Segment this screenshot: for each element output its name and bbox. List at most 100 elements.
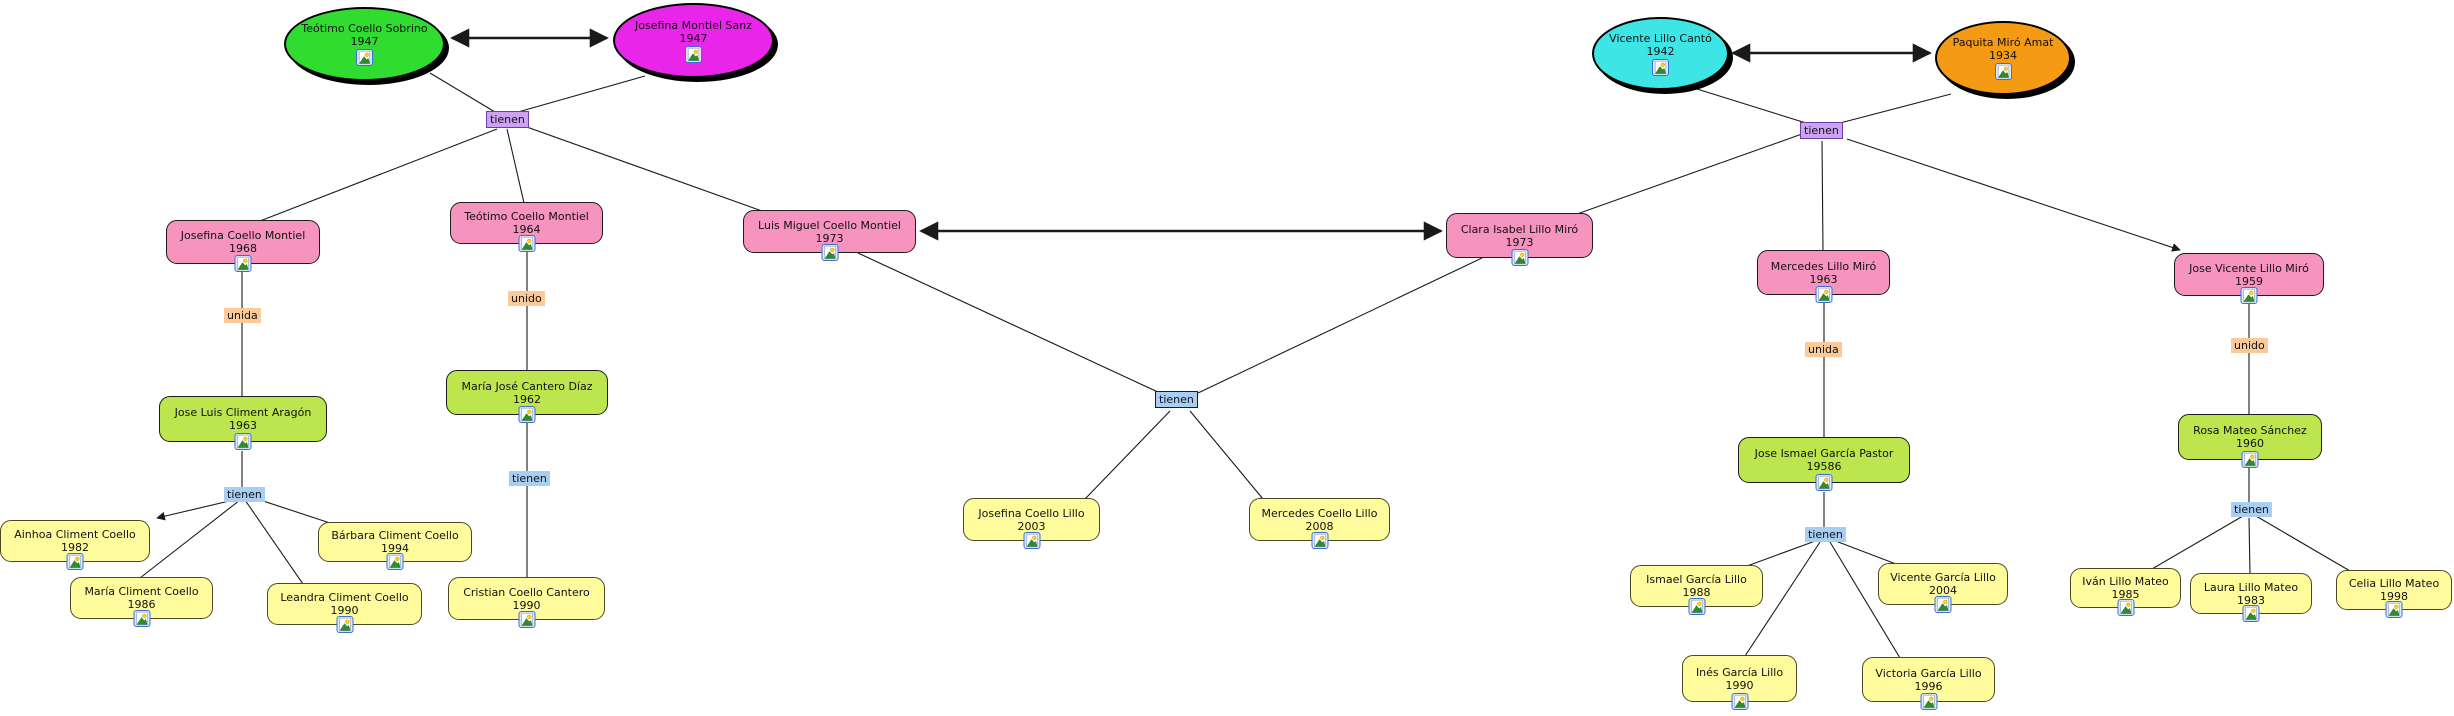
photo-icon[interactable] [2386,601,2403,618]
person-cristian-coello-cantero[interactable]: Cristian Coello Cantero 1990 [448,577,605,620]
person-barbara-climent-coello[interactable]: Bárbara Climent Coello 1994 [318,522,472,562]
person-birth-year: 1982 [61,541,89,554]
photo-icon[interactable] [1995,63,2012,80]
photo-icon[interactable] [336,616,353,633]
person-birth-year: 1994 [381,542,409,555]
person-maria-climent-coello[interactable]: María Climent Coello 1986 [70,577,213,619]
photo-icon[interactable] [387,553,404,570]
photo-icon[interactable] [1511,249,1528,266]
photo-icon[interactable] [1731,693,1748,710]
photo-icon[interactable] [356,49,373,66]
person-name: Bárbara Climent Coello [331,529,459,542]
person-maria-jose-cantero-diaz[interactable]: María José Cantero Díaz 1962 [446,370,608,415]
photo-icon[interactable] [2241,287,2258,304]
rel-label-unida-mercedes[interactable]: unida [1805,342,1842,357]
photo-icon[interactable] [133,610,150,627]
person-celia-lillo-mateo[interactable]: Celia Lillo Mateo 1998 [2336,570,2452,610]
photo-icon[interactable] [2117,599,2134,616]
person-victoria-garcia-lillo[interactable]: Victoria García Lillo 1996 [1862,657,1995,702]
person-name: María Climent Coello [84,585,199,598]
person-vicente-garcia-lillo[interactable]: Vicente García Lillo 2004 [1878,563,2008,605]
rel-label-tienen-climent[interactable]: tienen [224,487,265,502]
person-name: Inés García Lillo [1695,665,1784,679]
rel-label-unido-jose-vicente[interactable]: unido [2231,338,2268,353]
rel-label-unida-josefina[interactable]: unida [224,308,261,323]
person-laura-lillo-mateo[interactable]: Laura Lillo Mateo 1983 [2190,573,2312,614]
person-name: Josefina Coello Lillo [978,506,1085,520]
photo-icon[interactable] [821,244,838,261]
rel-label-tienen-left[interactable]: tienen [486,111,529,128]
rel-label-tienen-middle[interactable]: tienen [1155,391,1198,408]
photo-icon[interactable] [2242,451,2259,468]
photo-icon[interactable] [1815,286,1832,303]
person-ismael-garcia-lillo[interactable]: Ismael García Lillo 1988 [1630,565,1763,607]
person-birth-year: 2003 [1017,519,1046,533]
rel-label-tienen-right[interactable]: tienen [1800,122,1843,139]
photo-icon[interactable] [1816,474,1833,491]
person-name: Luis Miguel Coello Montiel [758,218,901,232]
person-name: Vicente García Lillo [1890,571,1996,584]
person-birth-year: 1990 [1725,678,1754,692]
photo-icon[interactable] [235,433,252,450]
person-birth-year: 1960 [2236,437,2264,450]
person-luis-miguel-coello-montiel[interactable]: Luis Miguel Coello Montiel 1973 [743,210,916,253]
person-paquita-miro-amat[interactable]: Paquita Miró Amat 1934 [1935,21,2071,95]
person-birth-year: 1947 [350,35,379,48]
photo-icon[interactable] [1023,532,1040,549]
person-name: Rosa Mateo Sánchez [2193,424,2307,437]
photo-icon[interactable] [1920,693,1937,710]
photo-icon[interactable] [235,255,252,272]
photo-icon[interactable] [1688,598,1705,615]
photo-icon[interactable] [67,553,84,570]
person-birth-year: 1942 [1646,44,1675,58]
photo-icon[interactable] [518,235,535,252]
person-name: Ainhoa Climent Coello [14,528,136,541]
photo-icon[interactable] [685,46,702,63]
photo-icon[interactable] [1311,532,1328,549]
person-jose-ismael-garcia-pastor[interactable]: Jose Ismael García Pastor 19586 [1738,437,1910,483]
person-ivan-lillo-mateo[interactable]: Iván Lillo Mateo 1985 [2070,568,2181,608]
person-ainhoa-climent-coello[interactable]: Ainhoa Climent Coello 1982 [0,520,150,562]
person-leandra-climent-coello[interactable]: Leandra Climent Coello 1990 [267,583,422,625]
person-birth-year: 1973 [1505,235,1534,249]
person-josefina-montiel-sanz[interactable]: Josefina Montiel Sanz 1947 [613,3,774,78]
person-josefina-coello-montiel[interactable]: Josefina Coello Montiel 1968 [166,220,320,264]
person-teotimo-coello-sobrino[interactable]: Teótimo Coello Sobrino 1947 [284,7,445,81]
person-birth-year: 1964 [512,223,541,236]
photo-icon[interactable] [518,611,535,628]
person-clara-isabel-lillo-miro[interactable]: Clara Isabel Lillo Miró 1973 [1446,213,1593,258]
person-birth-year: 1959 [2235,274,2263,288]
person-name: Josefina Coello Montiel [180,229,306,242]
person-ines-garcia-lillo[interactable]: Inés García Lillo 1990 [1682,655,1797,702]
person-jose-luis-climent-aragon[interactable]: Jose Luis Climent Aragón 1963 [159,396,327,442]
person-birth-year: 1973 [815,231,844,245]
person-birth-year: 2004 [1929,584,1957,597]
person-birth-year: 2008 [1305,519,1334,533]
rel-label-tienen-garcia[interactable]: tienen [1805,527,1846,542]
person-birth-year: 1990 [330,604,359,617]
photo-icon[interactable] [519,406,536,423]
rel-label-tienen-cantero[interactable]: tienen [509,471,550,486]
person-teotimo-coello-montiel[interactable]: Teótimo Coello Montiel 1964 [450,202,603,244]
person-name: Paquita Miró Amat [1952,36,2054,49]
person-josefina-coello-lillo[interactable]: Josefina Coello Lillo 2003 [963,498,1100,541]
person-jose-vicente-lillo-miro[interactable]: Jose Vicente Lillo Miró 1959 [2174,253,2324,296]
person-vicente-lillo-canto[interactable]: Vicente Lillo Cantó 1942 [1592,17,1729,90]
rel-label-tienen-lillo-mateo[interactable]: tienen [2231,502,2272,517]
person-birth-year: 1988 [1682,586,1711,599]
person-name: Laura Lillo Mateo [2203,580,2299,594]
person-birth-year: 1986 [127,598,156,611]
person-mercedes-coello-lillo[interactable]: Mercedes Coello Lillo 2008 [1249,498,1390,541]
person-name: Iván Lillo Mateo [2082,575,2169,588]
person-name: Teótimo Coello Sobrino [301,22,428,35]
person-rosa-mateo-sanchez[interactable]: Rosa Mateo Sánchez 1960 [2178,414,2322,460]
person-name: Cristian Coello Cantero [463,585,590,599]
rel-label-unido-teotimo[interactable]: unido [508,291,545,306]
person-name: Leandra Climent Coello [280,591,409,604]
person-mercedes-lillo-miro[interactable]: Mercedes Lillo Miró 1963 [1757,250,1890,295]
photo-icon[interactable] [1935,596,1952,613]
photo-icon[interactable] [2243,605,2260,622]
person-name: Celia Lillo Mateo [2348,577,2440,590]
person-name: Teótimo Coello Montiel [464,210,589,223]
photo-icon[interactable] [1652,59,1669,76]
